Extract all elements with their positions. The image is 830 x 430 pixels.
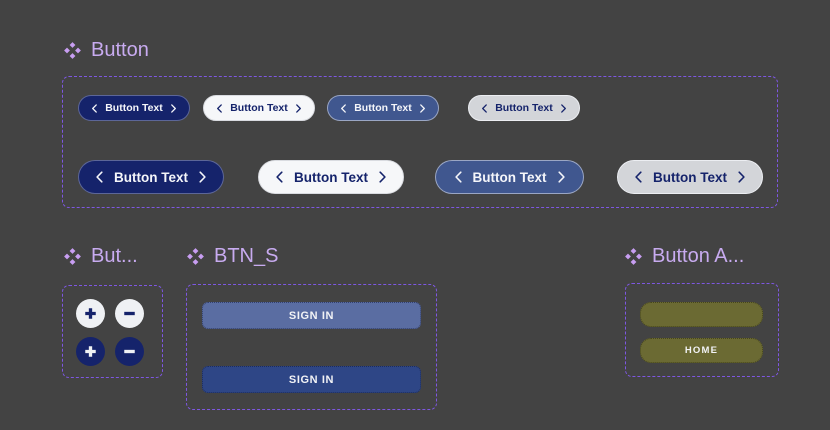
signin-frame-outline bbox=[186, 284, 437, 410]
button-small-navy[interactable]: Button Text bbox=[78, 95, 190, 121]
minus-icon bbox=[124, 311, 135, 316]
section-title-label: BTN_S bbox=[214, 245, 279, 267]
button-label: Button Text bbox=[472, 169, 547, 185]
sign-in-button-light[interactable]: SIGN IN bbox=[202, 302, 421, 329]
plus-icon bbox=[85, 346, 96, 357]
button-large-navy[interactable]: Button Text bbox=[78, 160, 224, 194]
sign-in-button-dark[interactable]: SIGN IN bbox=[202, 366, 421, 393]
chevron-right-icon bbox=[738, 171, 745, 183]
chevron-left-icon bbox=[92, 103, 98, 113]
chevron-right-icon bbox=[170, 103, 176, 113]
chevron-right-icon bbox=[199, 171, 206, 183]
olive-button-blank[interactable] bbox=[640, 302, 763, 327]
button-label: Button Text bbox=[354, 102, 412, 114]
plus-button-light[interactable] bbox=[76, 299, 105, 328]
button-large-blue[interactable]: Button Text bbox=[435, 160, 584, 194]
home-button[interactable]: HOME bbox=[640, 338, 763, 363]
component-icon bbox=[64, 41, 81, 59]
home-frame-outline bbox=[625, 283, 779, 377]
component-icon bbox=[625, 247, 642, 265]
chevron-right-icon bbox=[295, 103, 301, 113]
section-title-btn-s[interactable]: BTN_S bbox=[186, 246, 278, 266]
chevron-left-icon bbox=[217, 103, 223, 113]
plus-icon bbox=[85, 308, 96, 319]
minus-button-navy[interactable] bbox=[115, 337, 144, 366]
button-label: Button Text bbox=[230, 102, 288, 114]
minus-button-light[interactable] bbox=[115, 299, 144, 328]
button-label: Button Text bbox=[653, 169, 727, 185]
section-title-but[interactable]: But... bbox=[63, 246, 138, 266]
chevron-right-icon bbox=[419, 103, 425, 113]
component-icon bbox=[187, 247, 204, 265]
stepper-frame-outline bbox=[62, 285, 163, 378]
chevron-left-icon bbox=[341, 103, 347, 113]
button-label: HOME bbox=[684, 345, 719, 356]
chevron-left-icon bbox=[454, 171, 462, 183]
plus-button-navy[interactable] bbox=[76, 337, 105, 366]
chevron-right-icon bbox=[379, 171, 386, 183]
button-label: Button Text bbox=[105, 102, 163, 114]
button-large-gray[interactable]: Button Text bbox=[617, 160, 763, 194]
button-small-white[interactable]: Button Text bbox=[203, 95, 315, 121]
chevron-right-icon bbox=[560, 103, 566, 113]
section-title-label: Button bbox=[91, 39, 149, 61]
button-frame-outline bbox=[62, 76, 778, 208]
chevron-right-icon bbox=[557, 171, 565, 183]
chevron-left-icon bbox=[96, 171, 103, 183]
section-title-button[interactable]: Button bbox=[63, 40, 149, 60]
section-title-label: Button A... bbox=[652, 245, 745, 267]
button-label: SIGN IN bbox=[288, 373, 335, 386]
chevron-left-icon bbox=[635, 171, 642, 183]
chevron-left-icon bbox=[276, 171, 283, 183]
button-label: Button Text bbox=[294, 169, 368, 185]
section-title-button-a[interactable]: Button A... bbox=[624, 246, 744, 266]
section-title-label: But... bbox=[91, 245, 138, 267]
button-small-blue[interactable]: Button Text bbox=[327, 95, 439, 121]
minus-icon bbox=[124, 349, 135, 354]
button-large-white[interactable]: Button Text bbox=[258, 160, 404, 194]
button-label: Button Text bbox=[114, 169, 188, 185]
button-small-gray[interactable]: Button Text bbox=[468, 95, 580, 121]
button-label: SIGN IN bbox=[288, 309, 335, 322]
chevron-left-icon bbox=[482, 103, 488, 113]
button-label: Button Text bbox=[495, 102, 553, 114]
component-icon bbox=[64, 247, 81, 265]
